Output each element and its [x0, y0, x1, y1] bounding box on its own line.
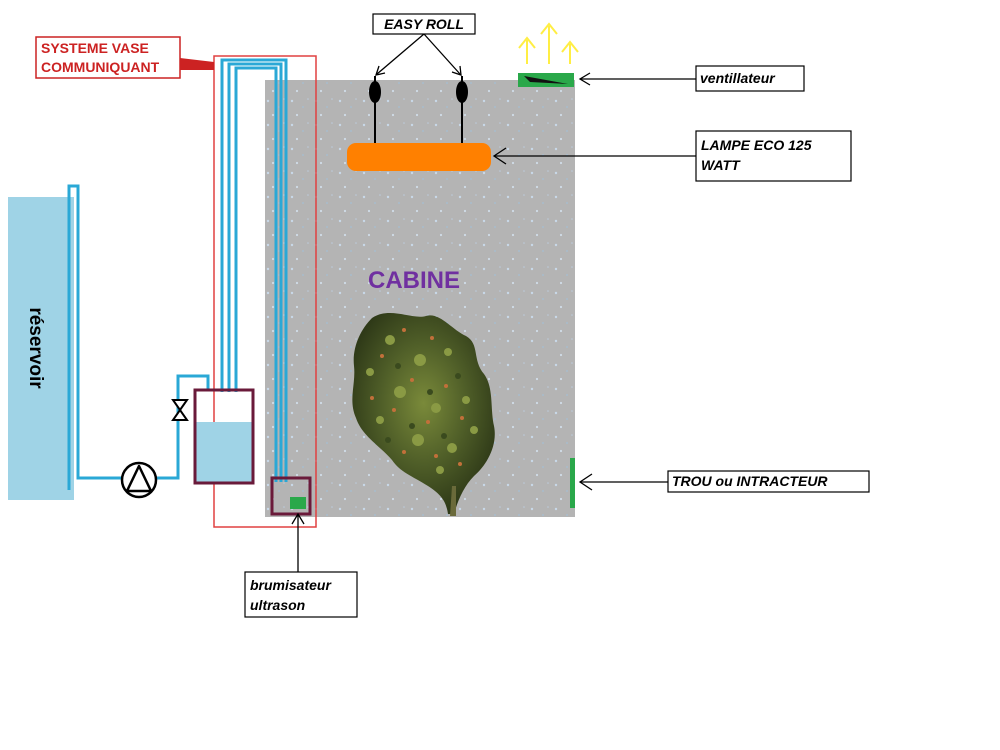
tank-outline: [193, 388, 255, 485]
pipe-vase-center: [227, 62, 283, 482]
mister-callout: brumisateur ultrason: [244, 512, 358, 618]
systeme-vase-pointer: [180, 58, 214, 70]
cabin-title: CABINE: [368, 267, 460, 294]
mister-disc: [290, 497, 306, 509]
pipe-pump-to-tank: [156, 374, 210, 480]
easy-roll-hangers: [369, 76, 468, 145]
easy-roll-right: [456, 81, 468, 103]
hole-extractor: [570, 458, 575, 508]
communicating-vase-outline: [213, 55, 317, 528]
brumisateur-label-2: ultrason: [250, 597, 305, 613]
airflow-arrows: [518, 22, 579, 64]
reservoir: réservoir: [8, 197, 74, 500]
valve-icon: [171, 399, 189, 421]
easy-roll-left: [369, 81, 381, 103]
pump-icon: [120, 461, 158, 499]
brumisateur-label-1: brumisateur: [250, 577, 332, 593]
systeme-vase-label-2: COMMUNIQUANT: [41, 59, 160, 75]
easy-roll-callout: EASY ROLL: [372, 13, 476, 76]
lampe-label-2: WATT: [701, 157, 741, 173]
pipe-vase-inner: [234, 66, 278, 482]
eco-lamp: [347, 143, 491, 171]
fan-callout: ventillateur: [578, 65, 805, 92]
tank-water: [196, 422, 252, 482]
pipe-reservoir-to-pump: [67, 184, 122, 490]
intermediate-tank: [193, 388, 255, 485]
pipe-vase-outer: [220, 58, 288, 482]
water-pipes: [67, 58, 288, 490]
reservoir-tank: [8, 197, 74, 500]
plant-bud-icon: [352, 313, 495, 516]
ultrasonic-mister: [270, 476, 312, 516]
easy-roll-label: EASY ROLL: [384, 16, 464, 32]
mister-box: [270, 476, 312, 516]
reservoir-label: réservoir: [25, 307, 46, 389]
hole-callout: TROU ou INTRACTEUR: [578, 470, 870, 493]
lamp-callout: LAMPE ECO 125 WATT: [492, 130, 852, 182]
communicating-vase-callout: SYSTEME VASE COMMUNIQUANT: [35, 36, 214, 79]
ventillateur-label: ventillateur: [700, 70, 776, 86]
lampe-label-1: LAMPE ECO 125: [701, 137, 812, 153]
systeme-vase-label-1: SYSTEME VASE: [41, 40, 149, 56]
trou-label: TROU ou INTRACTEUR: [672, 473, 828, 489]
fan-icon: [518, 73, 574, 87]
